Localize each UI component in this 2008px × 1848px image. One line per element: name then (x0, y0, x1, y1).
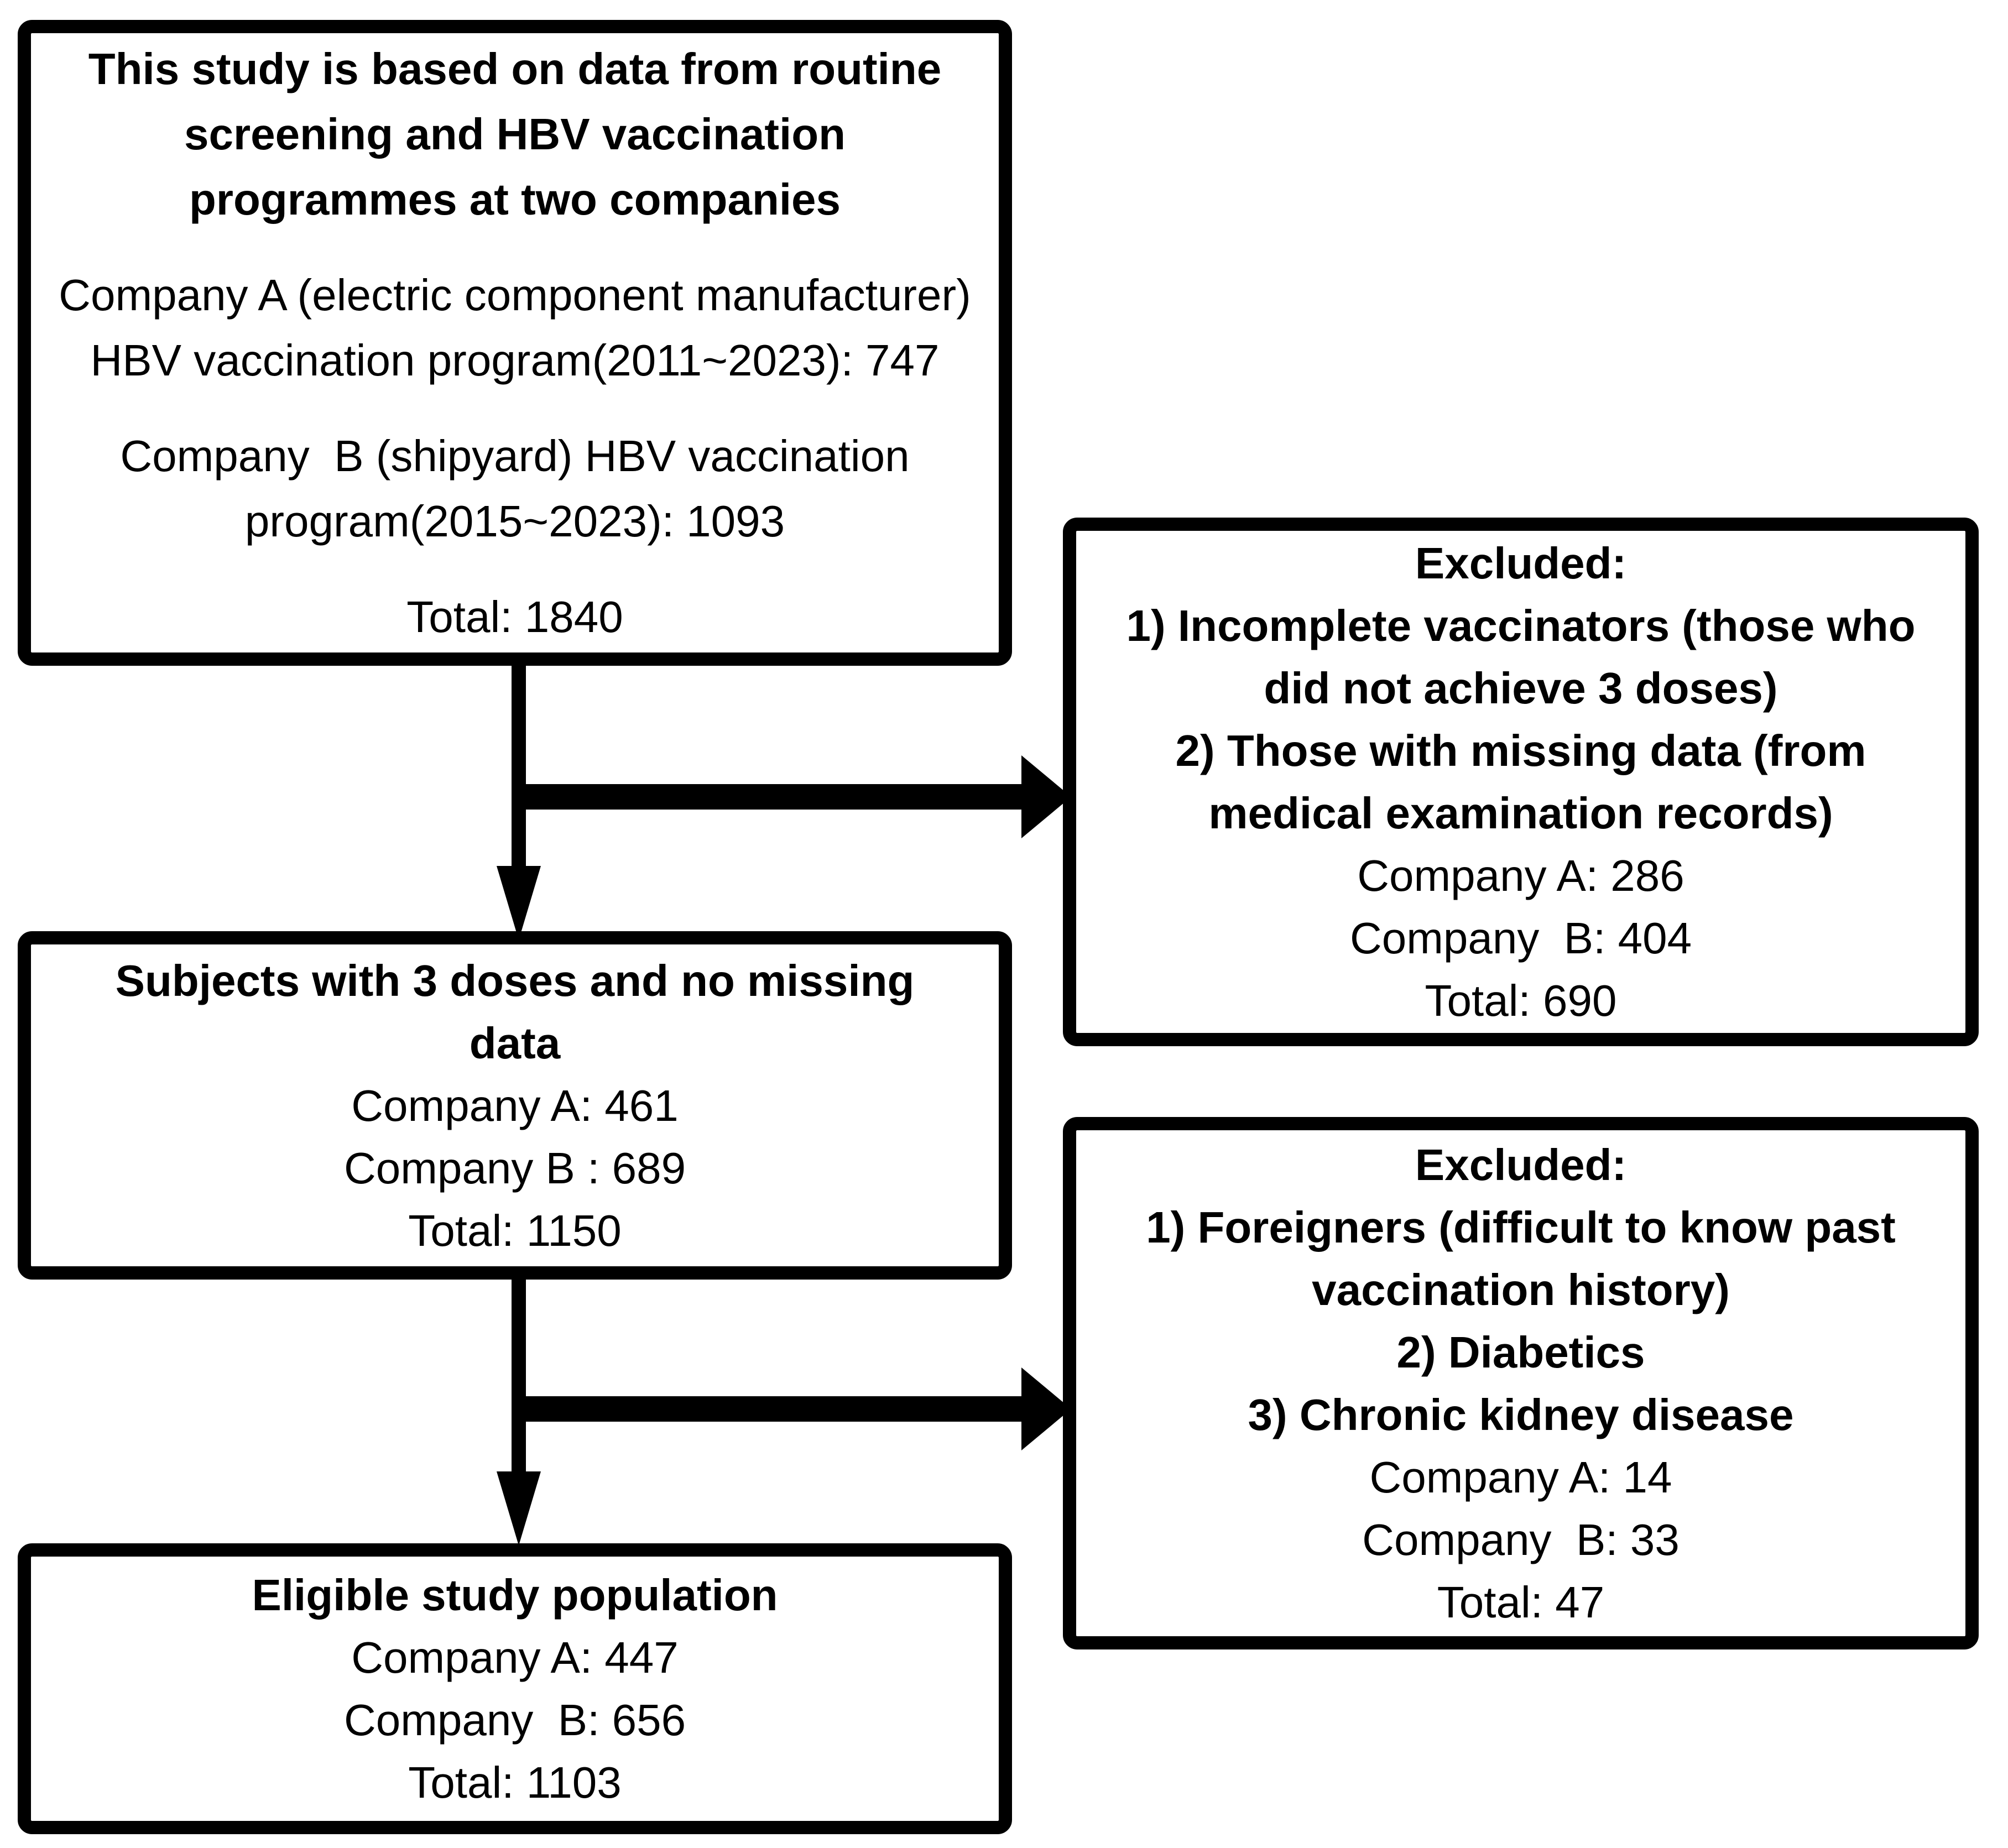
excluded2-company-a-line: Company A: 14 (1369, 1452, 1672, 1502)
source-company-b-line-1: Company B (shipyard) HBV vaccination (120, 431, 910, 481)
excluded1-company-b-line: Company B: 404 (1349, 913, 1692, 963)
source-company-a-line-2: HBV vaccination program(2011~2023): 747 (90, 335, 940, 385)
arrow-source-to-subjects-head (497, 866, 541, 940)
excluded2-item3-line: 3) Chronic kidney disease (1248, 1390, 1794, 1439)
excluded2-title: Excluded: (1415, 1140, 1627, 1189)
excluded1-total-line: Total: 690 (1425, 976, 1617, 1025)
arrow-subjects-to-eligible-head (497, 1471, 541, 1546)
eligible-company-b-line: Company B: 656 (343, 1695, 686, 1745)
excluded2-item2-line: 2) Diabetics (1396, 1327, 1645, 1377)
source-population-box: This study is based on data from routine… (18, 20, 1012, 666)
excluded2-item1-line-2: vaccination history) (1312, 1265, 1730, 1314)
eligible-title-line: Eligible study population (252, 1570, 778, 1620)
eligible-total-line: Total: 1103 (408, 1758, 622, 1807)
subjects-company-a-line: Company A: 461 (351, 1080, 679, 1130)
excluded2-company-b-line: Company B: 33 (1362, 1515, 1680, 1564)
eligible-box: Eligible study population Company A: 447… (18, 1543, 1012, 1834)
subjects-company-b-line: Company B : 689 (343, 1143, 686, 1193)
excluded1-item2-line-2: medical examination records) (1208, 789, 1833, 838)
source-title-line-3: programmes at two companies (189, 174, 841, 224)
excluded2-item1-line-1: 1) Foreigners (difficult to know past (1146, 1202, 1896, 1252)
subjects-box: Subjects with 3 doses and no missing dat… (18, 931, 1012, 1280)
source-company-a-line-1: Company A (electric component manufactur… (59, 270, 971, 320)
subjects-title-line-2: data (469, 1018, 561, 1068)
excluded1-item1-line-1: 1) Incomplete vaccinators (those who (1126, 601, 1916, 650)
source-total-line: Total: 1840 (406, 592, 623, 641)
eligible-company-a-line: Company A: 447 (351, 1633, 679, 1682)
excluded1-item2-line-1: 2) Those with missing data (from (1175, 726, 1866, 775)
excluded1-company-a-line: Company A: 286 (1357, 851, 1684, 900)
excluded-box-2: Excluded: 1) Foreigners (difficult to kn… (1063, 1117, 1979, 1649)
excluded2-total-line: Total: 47 (1437, 1577, 1605, 1627)
excluded1-title: Excluded: (1415, 539, 1627, 588)
excluded-box-1: Excluded: 1) Incomplete vaccinators (tho… (1063, 518, 1979, 1046)
subjects-title-line-1: Subjects with 3 doses and no missing (115, 956, 915, 1005)
source-company-b-line-2: program(2015~2023): 1093 (244, 496, 785, 546)
subjects-total-line: Total: 1150 (408, 1205, 622, 1255)
excluded1-item1-line-2: did not achieve 3 doses) (1264, 664, 1778, 713)
source-title-line-1: This study is based on data from routine (88, 44, 942, 93)
source-title-line-2: screening and HBV vaccination (184, 109, 846, 159)
